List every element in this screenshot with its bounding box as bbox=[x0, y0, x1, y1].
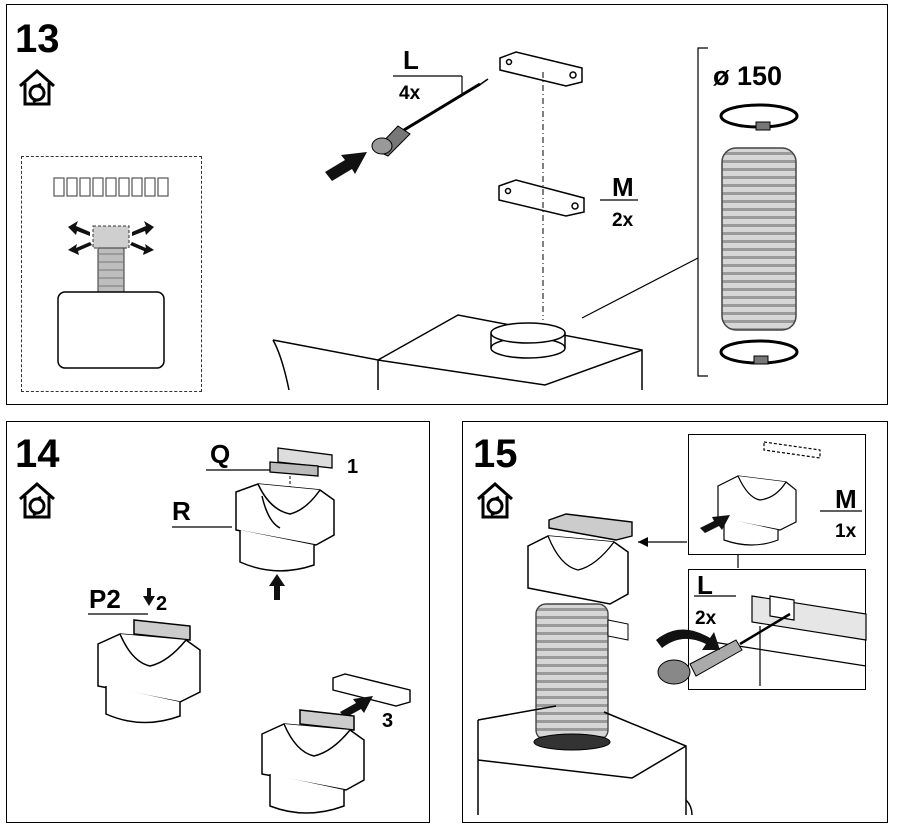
step-15-number: 15 bbox=[473, 432, 518, 476]
step-13-number: 13 bbox=[15, 17, 60, 61]
rotate-arrow bbox=[656, 629, 720, 650]
bracket-M bbox=[498, 179, 585, 217]
recirculation-house-icon bbox=[477, 481, 513, 519]
screw-qty: 4x bbox=[399, 83, 421, 104]
step-14-number: 14 bbox=[15, 432, 60, 476]
adapter-P2 bbox=[97, 619, 201, 724]
filter-grid bbox=[53, 177, 169, 197]
bracket-detail bbox=[717, 441, 821, 546]
bracket-step-3 bbox=[332, 673, 411, 707]
screw-detail bbox=[699, 595, 867, 686]
bracket-label-M: M bbox=[835, 484, 857, 514]
bracket-qty: 2x bbox=[612, 210, 634, 231]
screw-qty: 2x bbox=[695, 608, 717, 629]
hose-clamp-top bbox=[719, 103, 799, 131]
inset-fan-cap bbox=[92, 225, 130, 249]
recirculation-house-icon bbox=[19, 68, 55, 106]
screwdriver-detail bbox=[657, 612, 791, 685]
adapter-R bbox=[235, 483, 335, 572]
screw-label-L: L bbox=[697, 570, 713, 600]
callout-3: 3 bbox=[382, 710, 394, 732]
callout-2: 2 bbox=[156, 593, 168, 615]
recirculation-house-icon bbox=[19, 481, 55, 519]
callout-1: 1 bbox=[347, 456, 359, 478]
hose-clamp-bottom bbox=[719, 339, 799, 365]
flexible-duct bbox=[721, 147, 797, 331]
screw-label-L: L bbox=[403, 45, 419, 75]
push-arrow bbox=[325, 152, 367, 181]
assembly-column bbox=[527, 513, 633, 751]
hood-body-15 bbox=[477, 705, 693, 816]
hood-body bbox=[272, 314, 643, 391]
top-bracket bbox=[499, 51, 583, 87]
part-label-P2: P2 bbox=[89, 584, 121, 614]
screwdriver-L bbox=[371, 78, 489, 157]
plate-Q bbox=[269, 447, 333, 477]
up-arrow bbox=[269, 574, 285, 600]
ventilation-detail-inset bbox=[21, 156, 202, 392]
bracket-qty: 1x bbox=[835, 521, 857, 542]
airflow-arrows bbox=[68, 221, 154, 255]
plate-label-Q: Q bbox=[210, 439, 231, 469]
adapter-assembled bbox=[261, 709, 365, 814]
push-arrow-detail bbox=[700, 515, 730, 533]
push-arrow-3 bbox=[340, 696, 373, 718]
duct-diameter-label: ø 150 bbox=[713, 61, 783, 91]
inset-motor-box bbox=[57, 291, 165, 369]
bracket-detail-box bbox=[688, 434, 866, 555]
bracket-label-M: M bbox=[612, 172, 634, 202]
body-label-R: R bbox=[172, 496, 191, 526]
duct-collar bbox=[490, 322, 566, 359]
down-arrow bbox=[143, 588, 155, 606]
